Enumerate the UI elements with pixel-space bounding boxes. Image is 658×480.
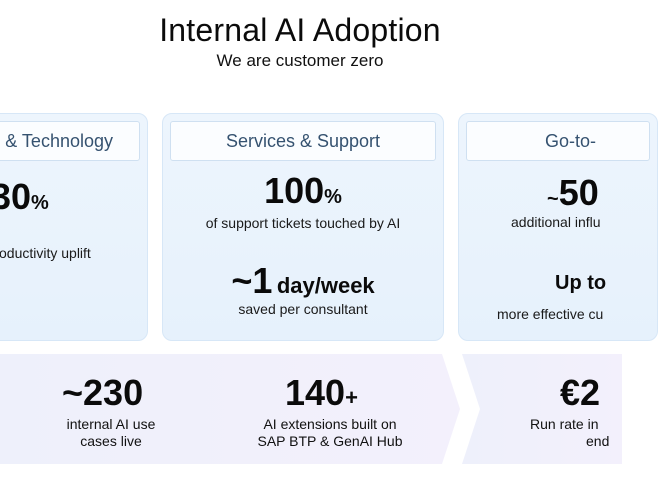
use-cases-label: internal AI use cases live [50,416,172,450]
run-rate-label-line2: end [586,433,610,449]
influence-value: 50 [558,172,599,213]
time-saved-metric: ~1 day/week [163,260,443,302]
card-services-support-title: Services & Support [170,121,436,161]
time-saved-label: saved per consultant [238,301,368,317]
extensions-suffix: + [345,385,358,410]
tickets-value: 100 [264,170,325,211]
productivity-metric: 30% [0,176,49,218]
extensions-metric: 140+ [285,372,358,414]
page-subtitle: We are customer zero [216,51,384,70]
use-cases-value: ~230 [62,372,144,413]
extensions-label-line2: SAP BTP & GenAI Hub [257,433,403,449]
influence-prefix: ~ [547,188,559,210]
card-technology: & Technology 30% oductivity uplift [0,113,148,341]
page-title: Internal AI Adoption [159,12,441,48]
use-cases-label-line2: cases live [80,433,142,449]
time-saved-value: ~1 [231,260,273,301]
effectiveness-label: more effective cu [497,306,604,322]
extensions-value: 140 [285,372,346,413]
run-rate-label-line1: Run rate in [530,416,599,432]
tickets-label: of support tickets touched by AI [205,215,401,231]
use-cases-label-line1: internal AI use [66,416,156,432]
influence-label: additional influ [511,214,601,230]
run-rate-value: €2 [560,372,601,413]
extensions-label-line1: AI extensions built on [263,416,397,432]
run-rate-label: Run rate in end [520,416,630,450]
card-go-to-market: Go-to- ~50 additional influ Up to more e… [458,113,658,341]
tickets-suffix: % [324,186,342,208]
productivity-label: oductivity uplift [0,245,91,261]
slide: Internal AI Adoption We are customer zer… [0,12,658,464]
card-go-to-market-title: Go-to- [466,121,650,161]
card-services-support: Services & Support 100% of support ticke… [162,113,444,341]
card-technology-title: & Technology [0,121,140,161]
extensions-label: AI extensions built on SAP BTP & GenAI H… [250,416,410,450]
influence-metric: ~50 [547,172,599,214]
stats-band-right [462,354,622,464]
stats-band [0,354,460,464]
productivity-suffix: % [31,192,49,214]
time-saved-suffix: day/week [276,273,375,298]
effectiveness-value: Up to [555,272,607,294]
productivity-value: 30 [0,176,32,217]
tickets-metric: 100% [163,170,443,212]
